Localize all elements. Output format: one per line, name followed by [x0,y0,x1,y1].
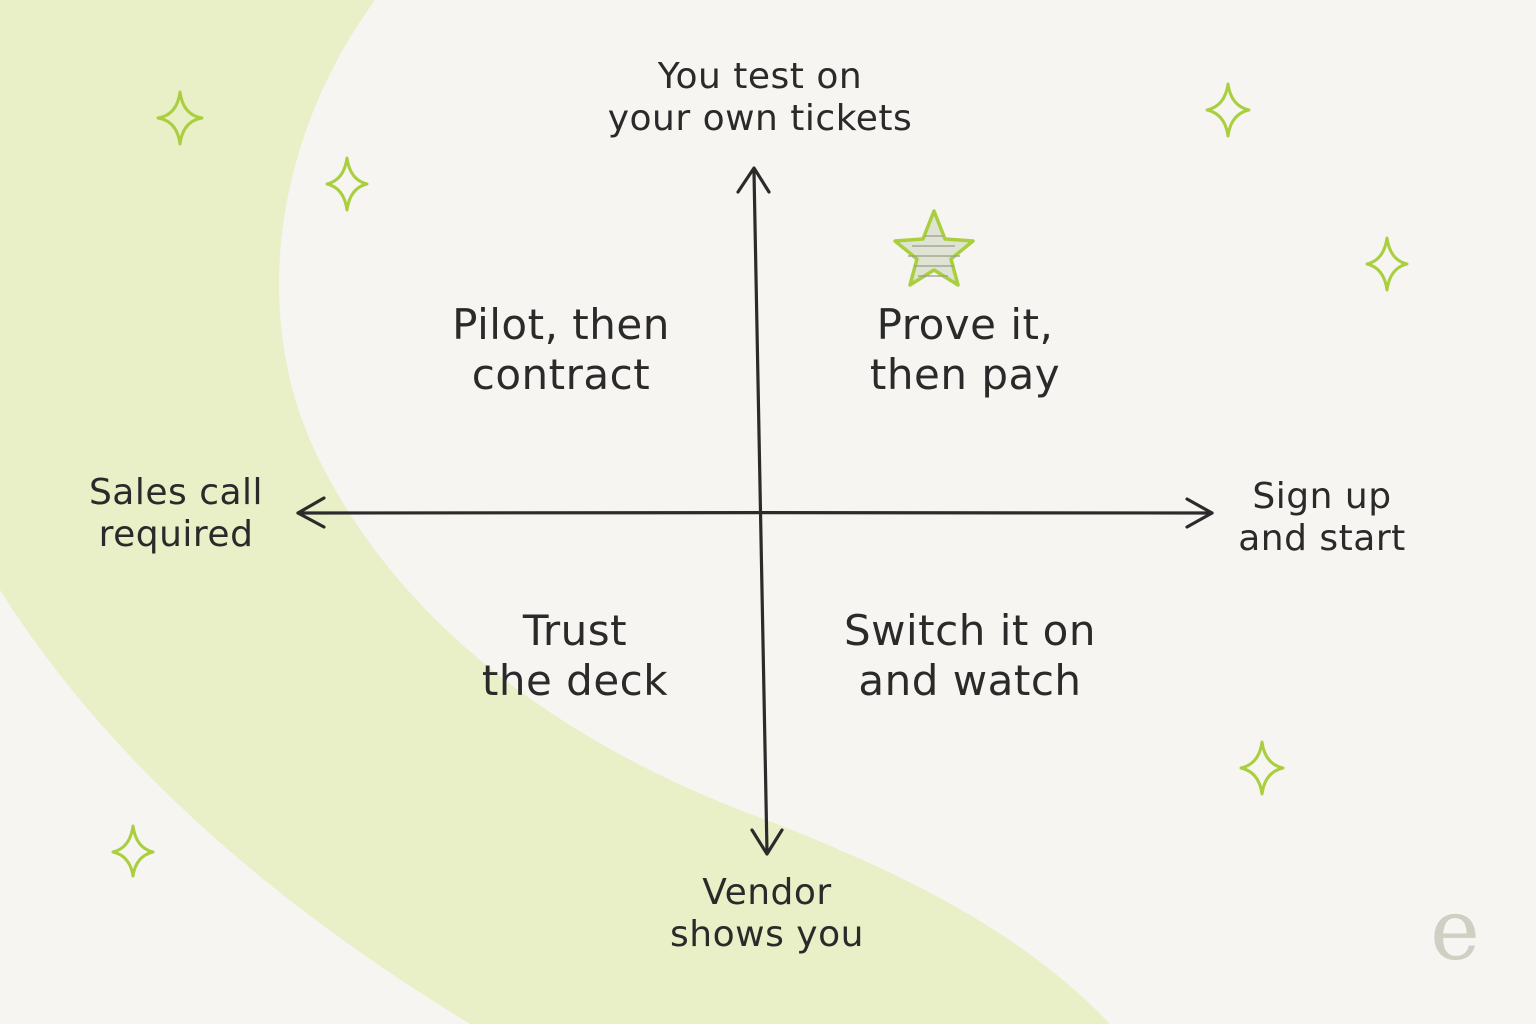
star-icon [893,209,975,287]
quadrant-label-bottom-right: Switch it on and watch [820,606,1120,705]
vertical-axis-arrow-up [736,166,771,194]
axis-label-top-line: your own tickets [607,98,913,140]
quadrant-label-top-left: Pilot, then contract [416,300,706,399]
sparkle-icon [111,824,155,878]
axis-label-right: Sign up and start [1212,476,1432,561]
axis-label-top: You test on your own tickets [560,56,960,141]
axis-label-left: Sales call required [56,472,296,557]
axis-label-bottom-line: Vendor [702,872,832,913]
quadrant-label-line: and watch [858,655,1082,705]
background-band [0,0,1110,1024]
quadrant-label-line: Switch it on [843,606,1096,655]
quadrant-label-top-right: Prove it, then pay [830,300,1100,399]
vertical-axis [752,170,769,854]
vertical-axis-arrow-down [750,828,784,856]
quadrant-label-line: Prove it, [876,300,1054,349]
quadrant-label-line: contract [471,349,651,399]
sparkle-icon [156,90,204,146]
axis-label-bottom: Vendor shows you [617,872,917,957]
axis-label-bottom-line: shows you [670,914,864,956]
axis-label-right-line: Sign up [1252,476,1392,517]
sparkle-icon [1239,740,1285,796]
axis-label-left-line: required [98,514,254,556]
sparkle-icon [1365,236,1409,292]
sparkle-icon [1205,82,1251,138]
axis-label-top-line: You test on [657,56,863,97]
quadrant-label-line: Pilot, then [452,300,670,349]
quadrant-label-line: then pay [869,349,1061,399]
quadrant-label-line: the deck [481,655,669,705]
horizontal-axis-arrow-left [296,496,326,529]
brand-logo: e [1430,881,1480,979]
axis-label-left-line: Sales call [88,472,264,513]
horizontal-axis-arrow-right [1185,497,1214,529]
axis-label-right-line: and start [1238,518,1406,560]
sparkle-icon [325,156,369,212]
quadrant-label-bottom-left: Trust the deck [440,606,710,705]
quadrant-label-line: Trust [522,606,628,655]
